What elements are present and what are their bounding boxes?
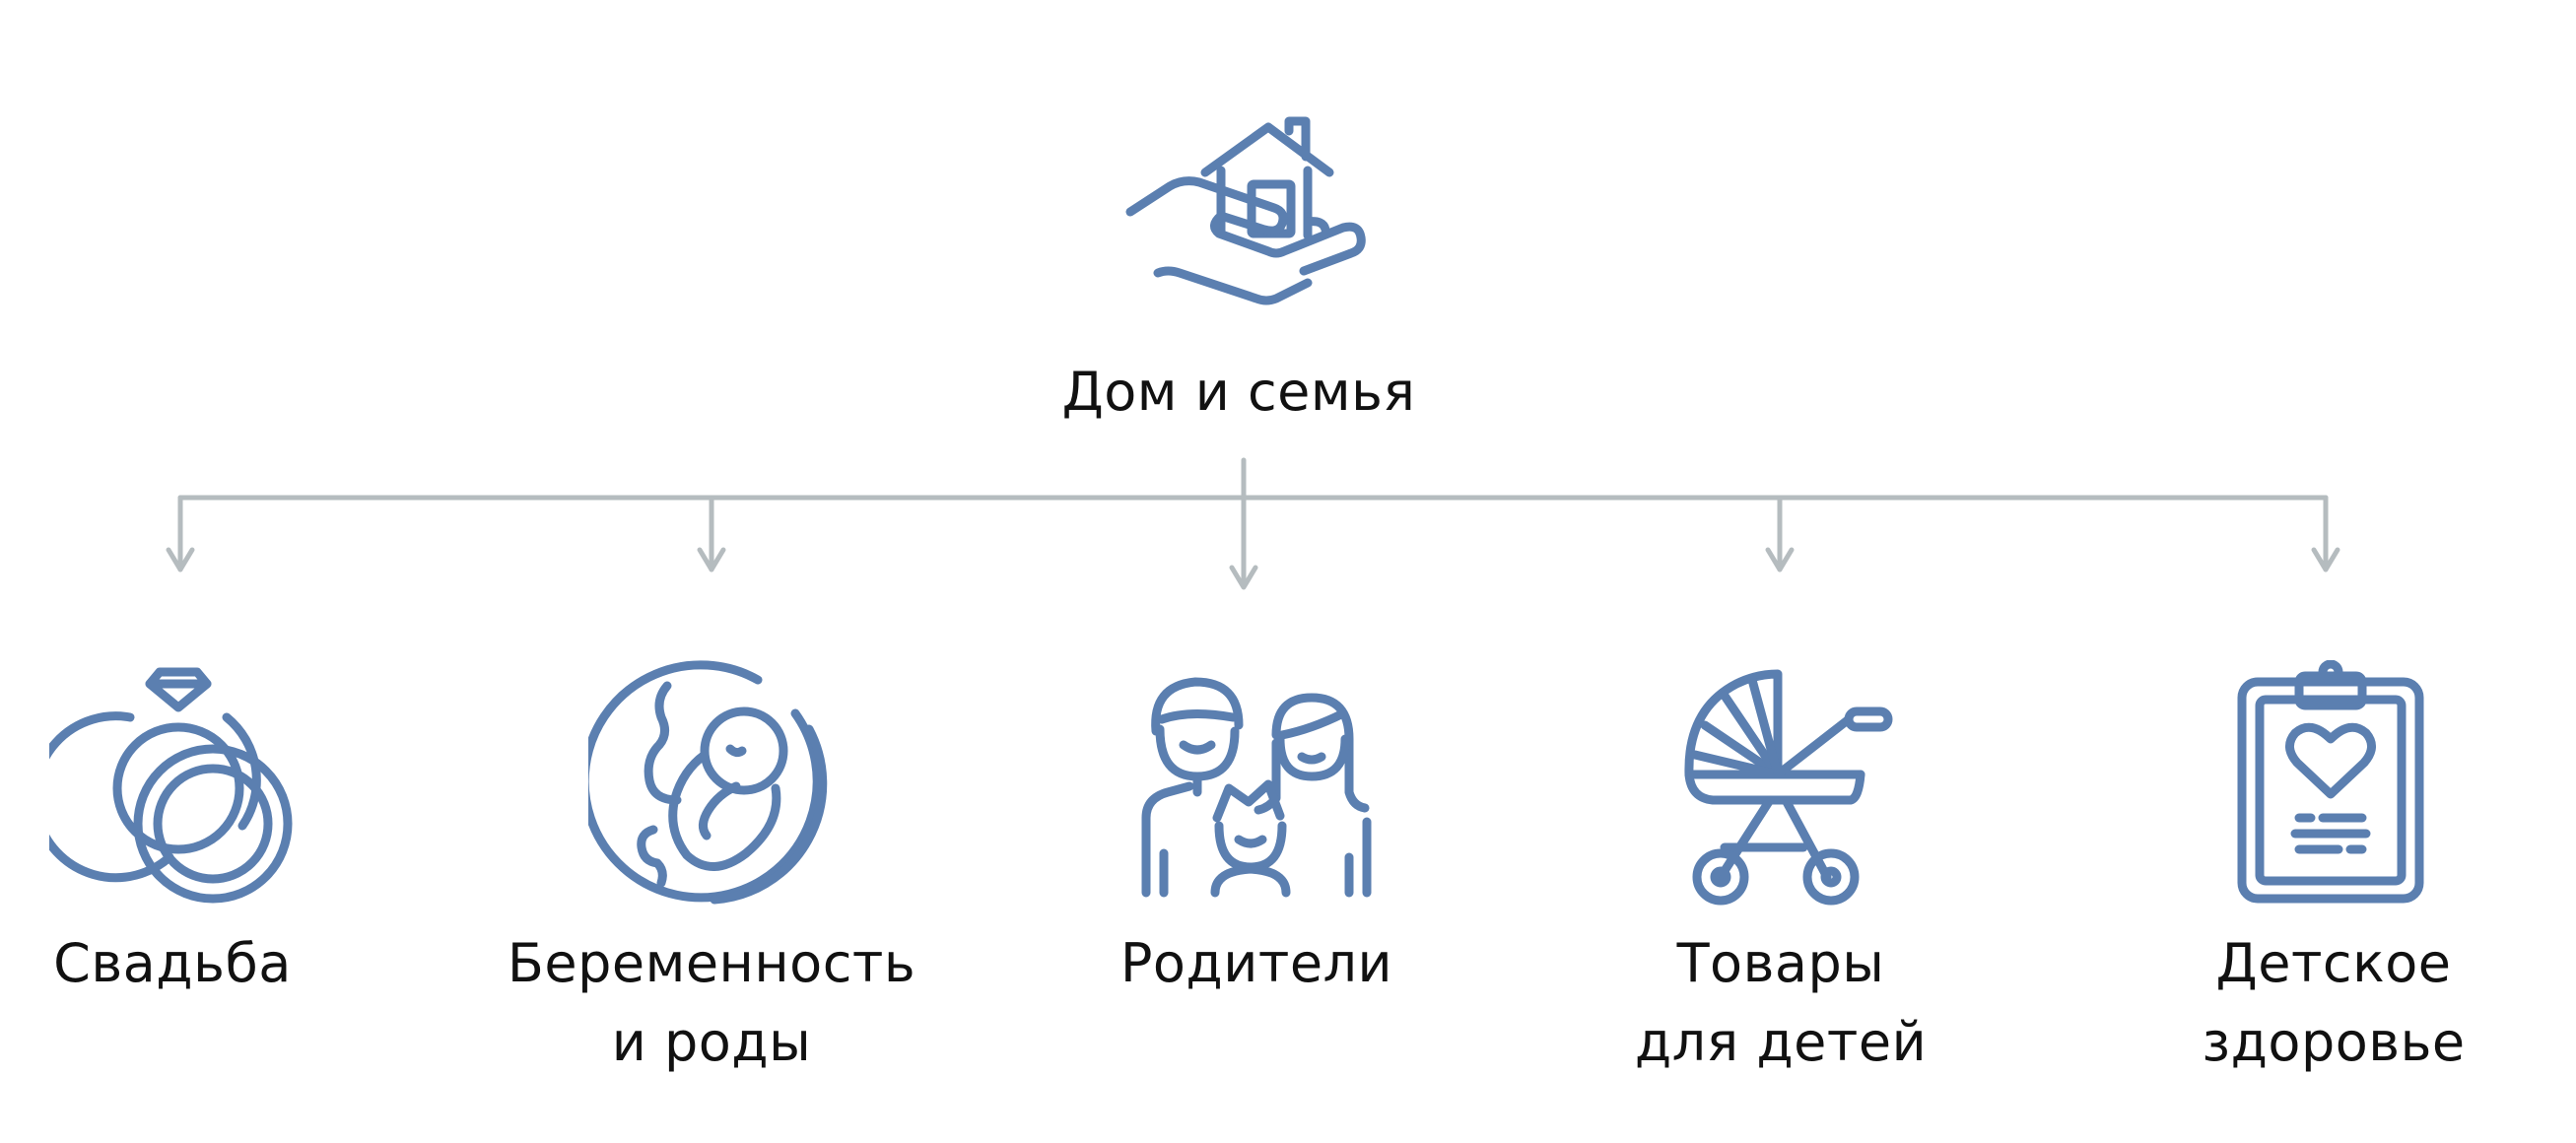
family-icon [1141, 677, 1372, 898]
child-label-4: Товары для детей [1634, 932, 1928, 1073]
arrowhead-5 [2311, 547, 2340, 572]
wedding-rings-icon [49, 667, 293, 904]
child-label-3: Родители [1119, 932, 1393, 994]
arrowhead-1 [166, 547, 195, 572]
root-label: Дом и семья [1061, 361, 1416, 423]
medical-clipboard-icon [2237, 660, 2424, 904]
baby-stroller-icon [1684, 669, 1893, 906]
child-label-5: Детское здоровье [2202, 932, 2466, 1073]
hand-holding-house-icon [1125, 116, 1366, 305]
child-label-2: Беременность и роды [507, 932, 916, 1073]
arrowhead-3 [1229, 565, 1258, 590]
arrowhead-2 [697, 547, 726, 572]
arrowhead-4 [1765, 547, 1795, 572]
child-label-1: Свадьба [53, 932, 292, 994]
fetus-icon [588, 660, 828, 905]
